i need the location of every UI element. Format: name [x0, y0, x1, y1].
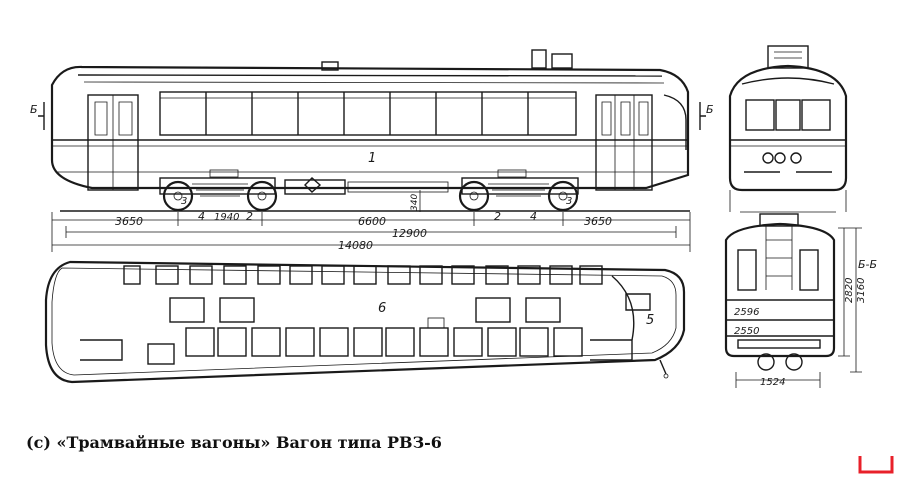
section-view	[724, 213, 862, 388]
dim-340: 340	[410, 194, 420, 211]
part-5: 5	[646, 313, 654, 328]
section-b-left: Б	[30, 103, 38, 116]
front-view	[728, 45, 848, 213]
part-2a: 2	[246, 210, 253, 223]
dim-3650-left: 3650	[115, 215, 143, 228]
plan-view	[44, 260, 686, 384]
side-dimensions	[51, 190, 691, 252]
dim-6600: 6600	[358, 215, 386, 228]
part-1: 1	[368, 151, 376, 166]
dim-2550: 2550	[734, 326, 759, 337]
side-front-door	[87, 94, 139, 191]
part-6: 6	[378, 301, 386, 316]
side-view	[38, 49, 706, 212]
dim-2820: 2820	[844, 278, 855, 303]
part-4b: 4	[530, 210, 537, 223]
plan-seats-top	[123, 265, 603, 285]
section-bb: Б-Б	[858, 258, 877, 271]
bogie-front	[159, 169, 278, 212]
dim-3160: 3160	[856, 278, 867, 303]
dim-14080: 14080	[338, 239, 373, 252]
side-rear-door	[595, 94, 653, 191]
part-4a: 4	[198, 210, 205, 223]
dim-12900: 12900	[392, 227, 427, 240]
dim-1524: 1524	[760, 377, 785, 388]
dim-1940: 1940	[214, 212, 239, 223]
dimension-labels: 3650 1940 6600 340 3650 12900 14080 2596…	[115, 194, 867, 388]
bogie-rear	[458, 169, 579, 212]
figure-caption: (c) «Трамвайные вагоны» Вагон типа РВЗ-6	[26, 433, 442, 452]
part-3b: 3	[566, 196, 572, 207]
section-b-right: Б	[706, 103, 714, 116]
part-labels: 1 2 2 3 3 4 4 5 6 Б Б Б-Б	[30, 103, 877, 328]
plan-seats-bottom	[185, 327, 583, 357]
part-3a: 3	[181, 196, 187, 207]
part-2b: 2	[494, 210, 501, 223]
red-bracket-logo-icon	[858, 456, 894, 474]
dim-2596: 2596	[734, 307, 759, 318]
dim-3650-right: 3650	[584, 215, 612, 228]
side-windows	[159, 91, 577, 136]
